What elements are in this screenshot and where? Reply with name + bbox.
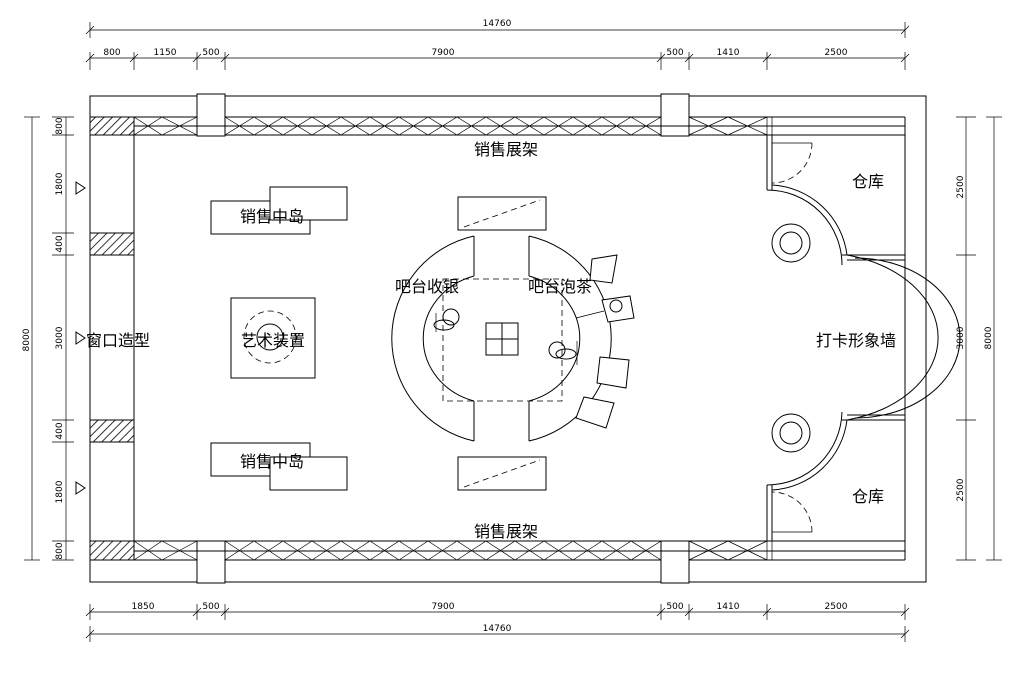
- top-dimensions: 14760 800 1150 500 7900 500 1410 2: [85, 19, 910, 70]
- left-dim-1: 800: [55, 117, 65, 134]
- top-dim-3: 500: [202, 48, 219, 58]
- right-total-dim: 8000: [984, 326, 994, 349]
- label-cashier: 吧台收银: [395, 277, 459, 296]
- art-installation: [230, 297, 316, 379]
- hatched-walls: [89, 116, 135, 561]
- left-dim-6: 1800: [55, 480, 65, 503]
- circle-fixture-bottom: [771, 413, 811, 453]
- top-shelf-band: [133, 116, 905, 136]
- bottom-dim-1: 1850: [132, 602, 155, 612]
- bottom-shelf-band: [133, 540, 905, 561]
- left-dim-5: 400: [55, 422, 65, 439]
- label-window: 窗口造型: [86, 331, 150, 350]
- label-island-top: 销售中岛: [240, 207, 304, 226]
- island-top-b: [269, 186, 348, 221]
- photo-wall-curve: [846, 254, 939, 421]
- right-dimensions: 2500 3000 2500 8000: [956, 116, 1002, 561]
- bottom-dim-2: 500: [202, 602, 219, 612]
- door-bottom-swing: [771, 491, 813, 533]
- left-marker-2: [75, 331, 86, 345]
- label-storage-top: 仓库: [852, 172, 884, 191]
- label-shelf-bottom: 销售展架: [474, 522, 538, 541]
- bottom-total-dim: 14760: [483, 624, 512, 634]
- right-dim-2: 3000: [956, 326, 966, 349]
- top-dim-7: 2500: [825, 48, 848, 58]
- bottom-dimensions: 1850 500 7900 500 1410 2500 14760: [85, 602, 910, 642]
- left-dim-4: 3000: [55, 326, 65, 349]
- storage-area: [766, 135, 961, 541]
- center-bar: [391, 196, 635, 491]
- top-dim-6: 1410: [717, 48, 740, 58]
- right-dim-3: 2500: [956, 478, 966, 501]
- label-photo-wall: 打卡形象墙: [816, 331, 896, 350]
- bar-stools: [575, 254, 635, 429]
- circle-fixture-top: [771, 223, 811, 263]
- label-island-bottom: 销售中岛: [240, 452, 304, 471]
- label-shelf-top: 销售展架: [474, 140, 538, 159]
- door-top-swing: [771, 142, 813, 184]
- top-dim-5: 500: [666, 48, 683, 58]
- bottom-dim-4: 500: [666, 602, 683, 612]
- bar-shelf-top: [457, 196, 547, 231]
- columns: [196, 93, 690, 584]
- left-total-dim: 8000: [22, 328, 32, 351]
- bottom-dim-6: 2500: [825, 602, 848, 612]
- left-dim-2: 1800: [55, 172, 65, 195]
- bottom-dim-5: 1410: [717, 602, 740, 612]
- walls: [89, 95, 927, 583]
- bottom-dim-3: 7900: [432, 602, 455, 612]
- bar-shelf-bottom: [457, 456, 547, 491]
- label-art: 艺术装置: [241, 331, 305, 350]
- room-labels: 销售展架 销售展架 销售中岛 销售中岛 艺术装置 窗口造型 吧台收银 吧台泡茶 …: [86, 140, 896, 541]
- islands: [210, 186, 348, 491]
- top-dim-2: 1150: [154, 48, 177, 58]
- label-tea: 吧台泡茶: [528, 277, 592, 296]
- island-bottom-b: [269, 456, 348, 491]
- top-total-dim: 14760: [483, 19, 512, 29]
- left-marker-3: [75, 481, 86, 495]
- left-dim-3: 400: [55, 235, 65, 252]
- left-marker-1: [75, 181, 86, 195]
- top-dim-1: 800: [103, 48, 120, 58]
- label-storage-bottom: 仓库: [852, 487, 884, 506]
- left-dim-7: 800: [55, 542, 65, 559]
- top-dim-4: 7900: [432, 48, 455, 58]
- right-dim-1: 2500: [956, 175, 966, 198]
- person-tea: [548, 341, 578, 365]
- left-dimensions: 8000 800 1800 400 3000 400 1800 800: [22, 116, 86, 561]
- person-cashier: [433, 308, 460, 332]
